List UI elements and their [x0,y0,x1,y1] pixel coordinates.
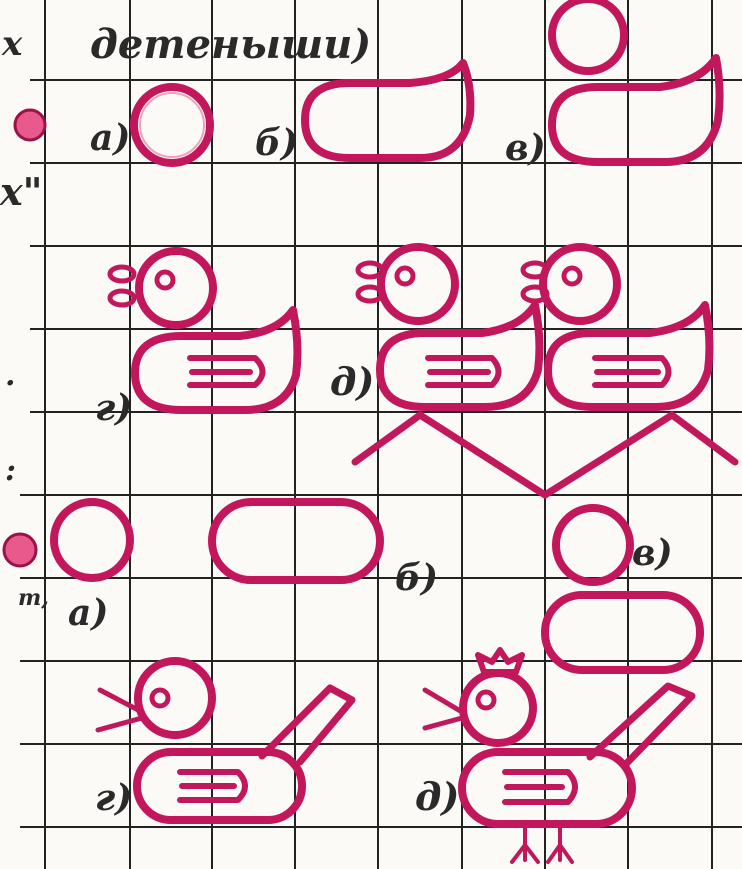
label-g-2: г) [95,777,132,819]
side-quote: x" [0,169,42,214]
label-b-1: б) [255,122,298,164]
duck-body-b1 [305,63,470,158]
side-comma-t: т, [18,585,49,611]
label-v-1: в) [505,127,546,169]
duckling-d1-left [358,247,539,407]
label-g-1: г) [95,387,132,429]
duckling-d1-right [523,247,709,407]
bird-g2 [98,661,352,820]
label-v-2: в) [632,532,673,574]
heading-prefix: x [1,24,23,64]
side-colon: : [5,453,16,488]
circle-shape-a2 [54,502,130,578]
bird-d2 [425,650,692,862]
duckling-g1 [110,251,297,410]
heading-title: детеныши) [90,21,371,68]
label-a-1: а) [90,117,130,159]
bullet-dot-2 [4,534,36,566]
stacked-shape-v2 [545,508,700,670]
label-d-1: д) [330,359,374,404]
bullet-dot-1 [15,110,45,140]
side-period: . [5,358,15,393]
label-b-2: б) [395,557,438,599]
label-a-2: а) [68,592,108,634]
label-d-2: д) [415,774,459,819]
circle-shape-a1 [134,87,210,163]
